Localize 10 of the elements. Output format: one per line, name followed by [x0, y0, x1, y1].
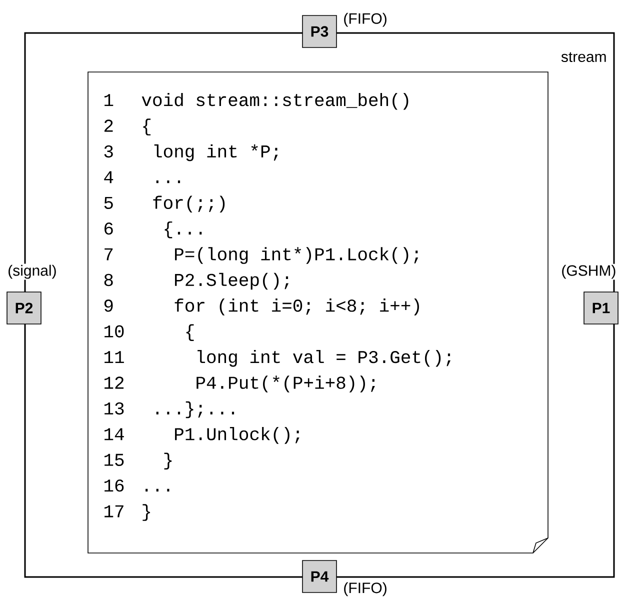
- port-box: P2: [6, 292, 42, 324]
- port-label: (signal): [6, 264, 58, 280]
- code-listing: 1 void stream::stream_beh() 2 { 3 long int *P; 4 ... 5 for(;;) 6 {... 7 P=(long int*)P1.Lock(); 8 P2.Sleep(); 9 for (int i=0; i<8; i++) 10 { 11 long int val = P3.Get(); 12 P4.Put(*(P+i+8)); 13 ...};... 14 P1.Unlock(); 15 } 16 ... 17 }: [88, 72, 548, 554]
- port-box: P1: [584, 292, 618, 324]
- block-title: stream: [561, 52, 606, 62]
- port-label: (GSHM): [560, 264, 618, 280]
- port-label: (FIFO): [342, 12, 388, 28]
- port-label: (FIFO): [342, 581, 388, 598]
- port-box: P4: [302, 560, 337, 593]
- port-box: P3: [302, 15, 337, 48]
